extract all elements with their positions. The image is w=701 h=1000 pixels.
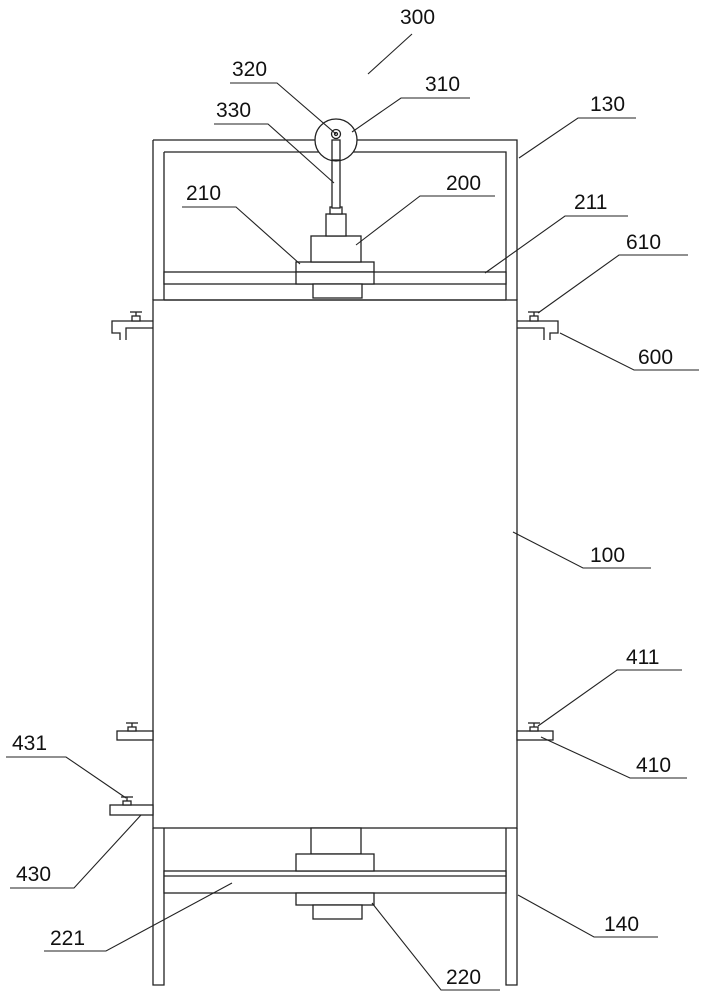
- drive-wheel: [314, 118, 358, 162]
- reference-labels: 300 320 310 330 130 200 210 211 610 600 …: [12, 6, 673, 989]
- label-221: 221: [50, 927, 85, 950]
- label-330: 330: [216, 99, 251, 122]
- leader-lines: [6, 33, 699, 991]
- upper-motor: [310, 206, 362, 263]
- label-320: 320: [232, 58, 267, 81]
- left-upper-bracket: [111, 311, 153, 340]
- label-130: 130: [590, 93, 625, 116]
- upper-hub: [295, 261, 375, 299]
- label-100: 100: [590, 544, 625, 567]
- label-431: 431: [12, 732, 47, 755]
- label-600: 600: [638, 346, 673, 369]
- label-210: 210: [186, 182, 221, 205]
- label-200: 200: [446, 172, 481, 195]
- right-upper-bracket: [517, 311, 559, 340]
- label-610: 610: [626, 231, 661, 254]
- label-220: 220: [446, 966, 481, 989]
- main-body: [152, 299, 518, 829]
- label-300: 300: [400, 6, 435, 29]
- lower-left-bracket: [109, 796, 154, 816]
- label-430: 430: [16, 863, 51, 886]
- label-310: 310: [425, 73, 460, 96]
- label-140: 140: [604, 913, 639, 936]
- label-410: 410: [636, 754, 671, 777]
- label-211: 211: [574, 191, 607, 214]
- bottom-frame: [152, 828, 518, 986]
- right-middle-bracket: [516, 722, 554, 741]
- left-middle-bracket: [116, 722, 154, 741]
- lower-hub: [295, 827, 375, 920]
- lower-cross-beam: [163, 870, 507, 894]
- label-411: 411: [626, 646, 659, 669]
